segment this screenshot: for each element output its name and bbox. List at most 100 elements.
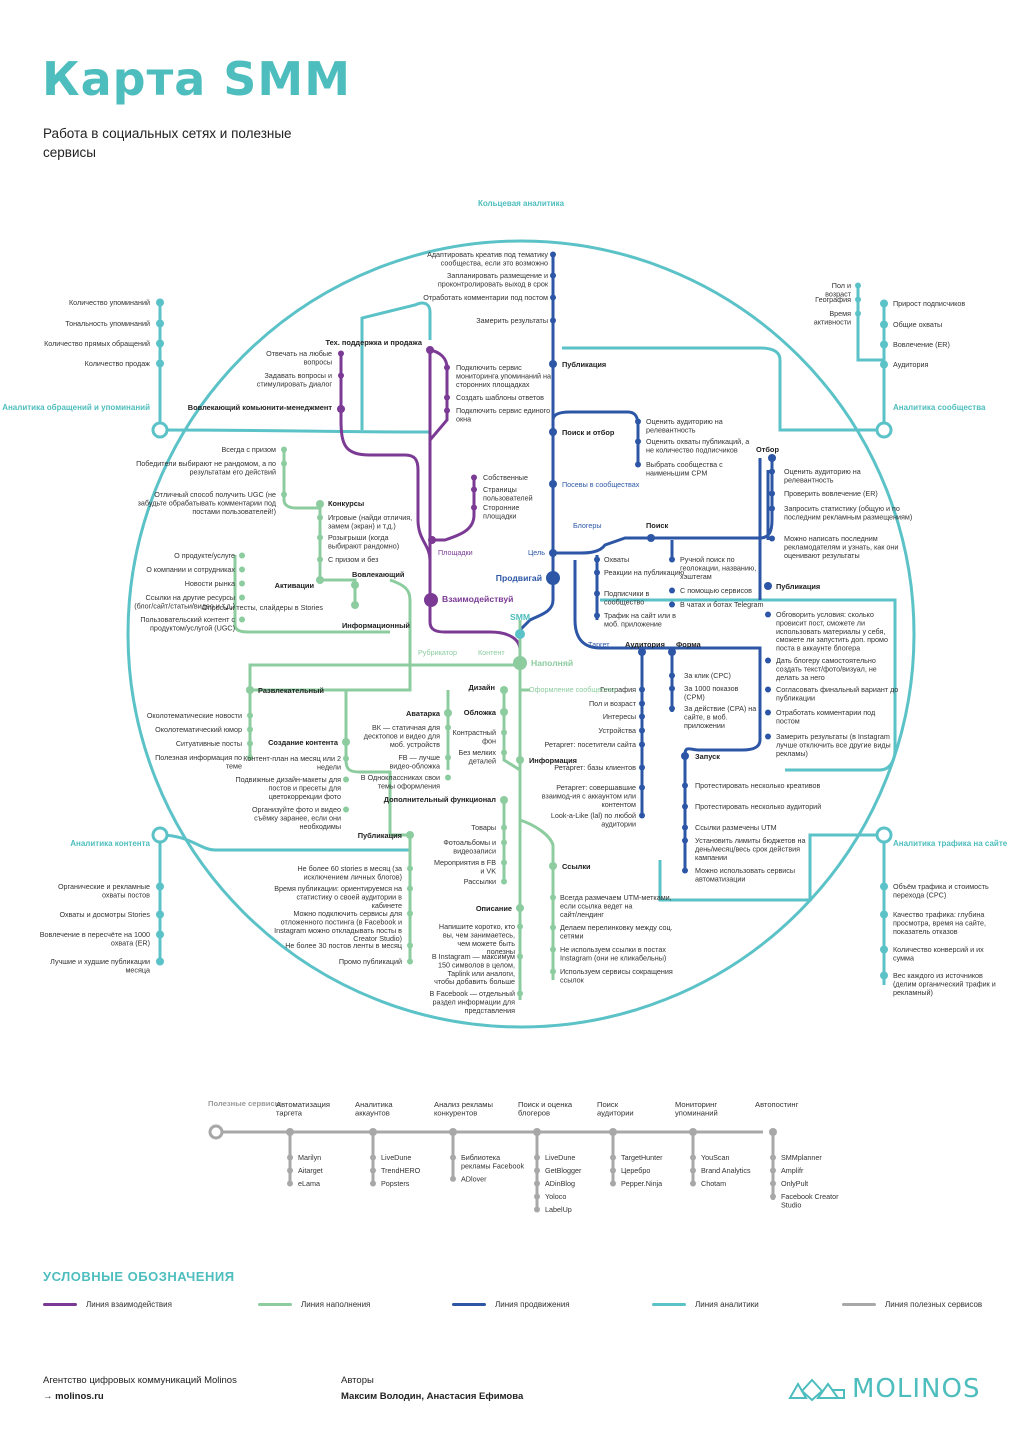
service-item: Brand Analytics (701, 1166, 751, 1175)
bsearch-items-stop (669, 556, 675, 563)
at-items-stop (880, 971, 888, 980)
service-stop (610, 1167, 616, 1174)
service-stop (450, 1154, 456, 1161)
aud-items-stop (639, 764, 645, 771)
service-item: LiveDune (381, 1153, 411, 1162)
ac-items-stop (880, 340, 888, 349)
hub-content-label: Наполняй (531, 658, 573, 668)
aud-items-stop (639, 812, 645, 819)
smm-metro-map: Кольцевая аналитика (2, 199, 1008, 1214)
launch-items-label: Протестировать несколько аудиторий (695, 802, 821, 811)
service-item: Pepper.Ninja (621, 1179, 662, 1188)
pub-items-stop (550, 317, 556, 324)
ac-aud-label: География (815, 295, 851, 304)
station-dot (351, 601, 359, 609)
info-items-label: Ссылки на другие ресурсы(блог/сайт/стать… (134, 593, 235, 610)
service-group-stop (689, 1128, 697, 1136)
service-item: TargetHunter (621, 1153, 663, 1162)
service-item: LabelUp (545, 1205, 572, 1214)
aud-items-label: Ретаргет: базы клиентов (554, 763, 636, 772)
launch-items-stop (682, 867, 688, 874)
pub-items-label: Замерить результаты (476, 316, 548, 325)
cover-items-stop (501, 729, 507, 736)
functional-station: Дополнительный функционал (384, 795, 497, 804)
ent-items-stop (247, 740, 253, 747)
service-stop (534, 1180, 540, 1187)
footer-site-link[interactable]: → molinos.ru (43, 1391, 104, 1402)
contest-items-stop (317, 556, 323, 563)
cpub-items-label: Промо публикаций (339, 957, 402, 966)
molinos-logo[interactable]: MOLINOS (788, 1374, 980, 1404)
station-dot (351, 581, 359, 589)
service-stop (370, 1154, 376, 1161)
acn-items-stop (156, 930, 164, 939)
molinos-logo-icon (788, 1378, 845, 1402)
service-stop (690, 1180, 696, 1187)
hub-analytics-community (875, 421, 893, 439)
am-items-label: Количество прямых обращений (44, 339, 150, 348)
sel-items-stop (769, 490, 775, 497)
station-dot (406, 831, 414, 839)
service-group-title: Автопостинг (755, 1100, 799, 1109)
cm-items-stop (338, 350, 344, 357)
ac-aud-stop (855, 310, 861, 317)
polls-station: Опросы и тесты, слайдеры в Stories (202, 603, 323, 612)
station-dot (668, 648, 676, 656)
content-publication-station: Публикация (358, 831, 402, 840)
service-item: Chotam (701, 1179, 726, 1188)
analytics-content-branch: Аналитика контента Органические и реклам… (40, 839, 164, 974)
analytics-ring (126, 239, 916, 1029)
am-items-label: Количество продаж (85, 359, 151, 368)
service-item: GetBlogger (545, 1166, 582, 1175)
cpub-items-stop (407, 958, 413, 965)
links-items-stop (550, 968, 556, 975)
description-station: Описание (476, 904, 512, 913)
selection-station: Отбор (756, 445, 779, 454)
service-stop (287, 1167, 293, 1174)
bsearch-items-label: В чатах и ботах Telegram (680, 600, 764, 609)
service-item: SMMplanner (781, 1153, 822, 1162)
legend-swatch (842, 1303, 876, 1306)
hub-interchanges (151, 421, 893, 1140)
hub-promotion (546, 571, 560, 585)
interaction-branch: Вовлекающий комьюнити-менеджмент Отвечат… (188, 338, 551, 557)
service-group-stop (609, 1128, 617, 1136)
func-items-stop (501, 859, 507, 866)
station-dot (516, 756, 524, 764)
station-dot (500, 686, 508, 694)
links-items-label: Всегда размечаем UTM-метками,если ссылка… (560, 893, 672, 919)
hub-smm (515, 629, 525, 639)
service-item: ADlover (461, 1174, 487, 1183)
service-stop (534, 1154, 540, 1161)
service-item: OnlyPult (781, 1179, 808, 1188)
station-dot (549, 480, 557, 488)
cpub-items-stop (407, 910, 413, 917)
service-item: ADinBlog (545, 1179, 575, 1188)
cpub-items-stop (407, 885, 413, 892)
bpub-items-stop (765, 611, 771, 618)
service-stop (770, 1167, 776, 1174)
sup-items-label: Создать шаблоны ответов (456, 393, 544, 402)
plat-items-stop (471, 504, 477, 511)
